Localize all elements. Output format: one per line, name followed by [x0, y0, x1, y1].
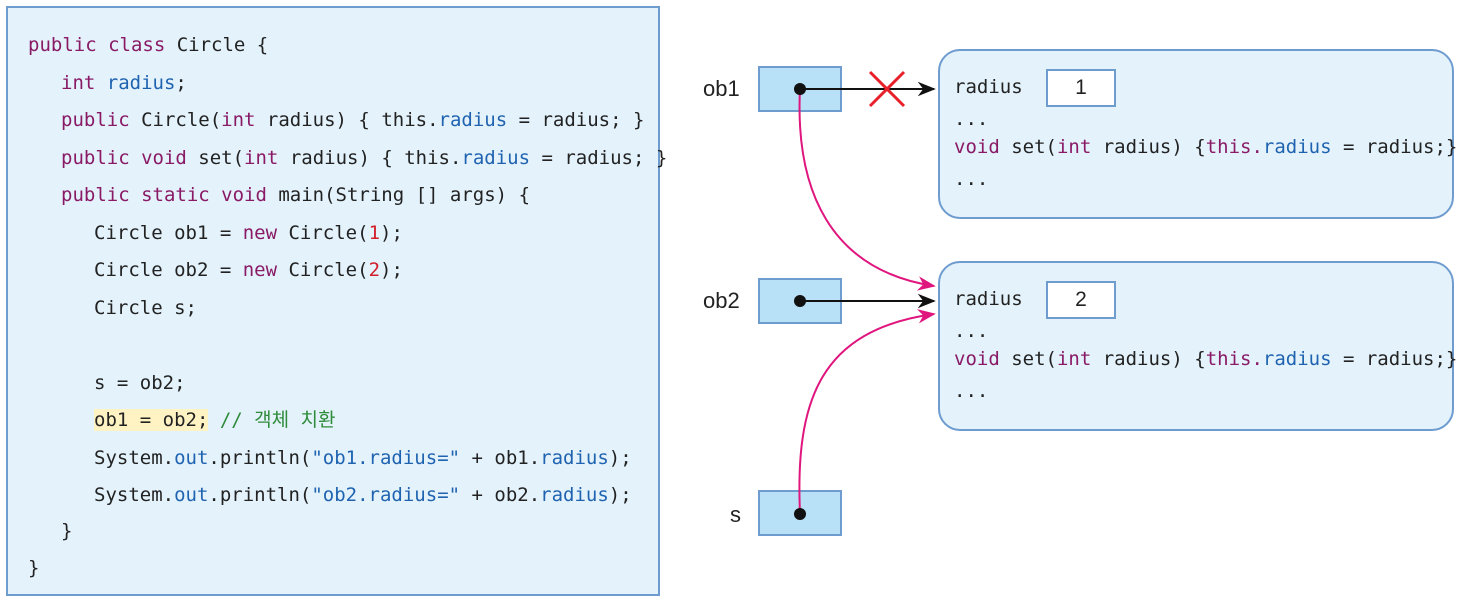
object-box-1: radius 1 ... void set(int radius) {this.… [938, 49, 1458, 219]
s-ref-dot [794, 508, 806, 520]
cross-mark-icon [868, 70, 906, 108]
code-line-close-class: } [28, 557, 40, 579]
object-1-radius-value: 1 [1046, 69, 1116, 107]
object-1-ellipsis-bottom: ... [954, 168, 989, 190]
object-1-ellipsis-top: ... [954, 108, 989, 130]
code-line-field: int radius; [61, 72, 187, 94]
code-line-s-assign: s = ob2; [94, 372, 186, 394]
object-2-method: void set(int radius) {this.radius = radi… [954, 348, 1458, 370]
ob1-ref-dot [794, 83, 806, 95]
code-line-s-decl: Circle s; [94, 297, 197, 319]
code-line-ob2-new: Circle ob2 = new Circle(2); [94, 259, 403, 281]
var-label-s: s [730, 502, 741, 527]
code-panel: public class Circle { int radius; public… [6, 6, 667, 596]
var-label-ob1: ob1 [703, 76, 740, 101]
code-line-class-decl: public class Circle { [28, 34, 269, 56]
code-line-ob1-new: Circle ob1 = new Circle(1); [94, 222, 403, 244]
var-label-ob2: ob2 [703, 288, 740, 313]
object-1-field-name: radius [954, 76, 1023, 98]
ob2-ref-dot [794, 295, 806, 307]
code-line-close-main: } [61, 520, 73, 542]
code-line-constructor: public Circle(int radius) { this.radius … [61, 109, 645, 131]
code-line-print-ob1: System.out.println("ob1.radius=" + ob1.r… [94, 447, 632, 469]
code-line-print-ob2: System.out.println("ob2.radius=" + ob2.r… [94, 484, 632, 506]
code-line-ob1-assign: ob1 = ob2; // 객체 치환 [94, 409, 336, 431]
s-to-object2-arrow [798, 309, 936, 515]
object-2-ellipsis-bottom: ... [954, 380, 989, 402]
code-line-main: public static void main(String [] args) … [61, 184, 531, 206]
object-2-field-name: radius [954, 288, 1023, 310]
object-2-radius-value: 2 [1046, 281, 1116, 319]
object-box-2: radius 2 ... void set(int radius) {this.… [938, 261, 1458, 431]
object-2-ellipsis-top: ... [954, 320, 989, 342]
object-1-method: void set(int radius) {this.radius = radi… [954, 136, 1458, 158]
ob1-to-object2-arrow [798, 88, 936, 291]
code-line-set-method: public void set(int radius) { this.radiu… [61, 147, 668, 169]
